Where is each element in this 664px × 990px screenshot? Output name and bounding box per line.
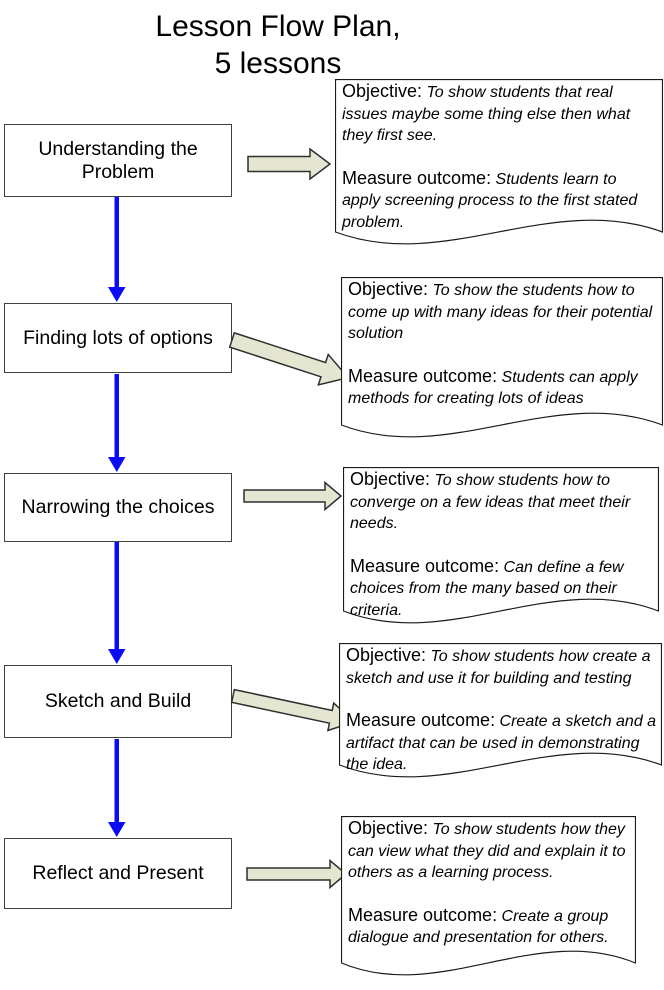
down-arrow-icon — [108, 739, 126, 837]
measure-label: Measure outcome: — [348, 904, 498, 925]
objective-paragraph: Objective: To show students how to conve… — [350, 469, 654, 535]
step-label: Understanding the Problem — [38, 137, 198, 183]
down-arrow-shape — [108, 542, 126, 664]
step-box-sketch-and-build: Sketch and Build — [4, 665, 232, 738]
document-shape — [339, 643, 662, 778]
measure-label: Measure outcome: — [348, 365, 498, 386]
objective-label: Objective: — [346, 645, 427, 665]
measure-label: Measure outcome: — [350, 555, 500, 576]
right-down-arrow-shape — [228, 331, 350, 386]
down-arrow-icon — [108, 374, 126, 472]
note-text: Objective: To show students how create a… — [339, 643, 662, 776]
step-box-reflect-and-present: Reflect and Present — [4, 838, 232, 909]
down-arrow-shape — [108, 739, 126, 837]
step-box-finding-lots-of-options: Finding lots of options — [4, 303, 232, 373]
objective-label: Objective: — [348, 818, 429, 838]
measure-paragraph: Measure outcome: Create a group dialogue… — [348, 905, 631, 949]
measure-paragraph: Measure outcome: Can define a few choice… — [350, 556, 654, 622]
note-doc-narrowing-the-choices: Objective: To show students how to conve… — [343, 467, 659, 637]
step-label: Narrowing the choices — [21, 496, 215, 518]
objective-label: Objective: — [342, 81, 423, 101]
measure-paragraph: Measure outcome: Students can apply meth… — [348, 366, 658, 410]
measure-text: Students learn to apply screening proces… — [342, 170, 638, 231]
measure-paragraph: Measure outcome: Students learn to apply… — [342, 168, 658, 234]
down-arrow-shape — [108, 197, 126, 302]
measure-text: Create a group dialogue and presentation… — [348, 907, 609, 947]
step-box-narrowing-the-choices: Narrowing the choices — [4, 473, 232, 542]
document-shape — [343, 467, 659, 624]
note-text: Objective: To show students how to conve… — [343, 467, 659, 621]
diagram-title-line1: Lesson Flow Plan, — [155, 10, 401, 43]
down-arrow-icon — [108, 197, 126, 302]
measure-label: Measure outcome: — [346, 710, 496, 730]
objective-paragraph: Objective: To show students how they can… — [348, 818, 631, 884]
objective-label: Objective: — [348, 279, 429, 299]
right-arrow-shape — [247, 147, 332, 181]
note-text: Objective: To show the students how to c… — [341, 277, 663, 410]
right-arrow-icon — [247, 147, 332, 181]
note-text: Objective: To show students how they can… — [341, 816, 636, 949]
right-arrow-icon — [243, 480, 343, 512]
step-label: Sketch and Build — [44, 690, 192, 712]
step-box-understanding-the-problem: Understanding the Problem — [4, 124, 232, 197]
diagram-title-line2: 5 lessons — [214, 47, 342, 80]
document-shape — [335, 79, 663, 245]
right-arrow-icon — [246, 858, 348, 890]
measure-label: Measure outcome: — [342, 167, 492, 188]
down-arrow-shape — [108, 374, 126, 472]
measure-text: Create a sketch and a artifact that can … — [346, 713, 657, 773]
note-doc-reflect-and-present: Objective: To show students how they can… — [341, 816, 636, 990]
objective-paragraph: Objective: To show the students how to c… — [348, 279, 658, 345]
document-shape — [341, 277, 663, 438]
right-arrow-shape — [246, 858, 348, 890]
note-doc-understanding-the-problem: Objective: To show students that real is… — [335, 79, 663, 259]
note-doc-finding-lots-of-options: Objective: To show the students how to c… — [341, 277, 663, 452]
objective-text: To show students how create a sketch and… — [346, 648, 651, 687]
objective-label: Objective: — [350, 469, 431, 489]
document-shape — [341, 816, 636, 976]
objective-text: To show students how to converge on a fe… — [350, 472, 631, 532]
objective-paragraph: Objective: To show students that real is… — [342, 81, 658, 147]
step-label: Finding lots of options — [23, 326, 213, 349]
step-label: Reflect and Present — [32, 862, 204, 884]
measure-text: Can define a few choices from the many b… — [350, 558, 624, 619]
note-doc-sketch-and-build: Objective: To show students how create a… — [339, 643, 662, 798]
down-arrow-icon — [108, 542, 126, 664]
right-arrow-shape — [243, 480, 343, 512]
objective-text: To show the students how to come up with… — [348, 282, 653, 342]
objective-text: To show students how they can view what … — [348, 821, 626, 881]
right-down-arrow-icon — [228, 331, 350, 386]
measure-paragraph: Measure outcome: Create a sketch and a a… — [346, 710, 657, 776]
objective-paragraph: Objective: To show students how create a… — [346, 645, 657, 689]
diagram-title: Lesson Flow Plan, 5 lessons — [0, 8, 556, 82]
note-text: Objective: To show students that real is… — [335, 79, 663, 233]
objective-text: To show students that real issues maybe … — [342, 84, 631, 144]
measure-text: Students can apply methods for creating … — [348, 368, 638, 408]
